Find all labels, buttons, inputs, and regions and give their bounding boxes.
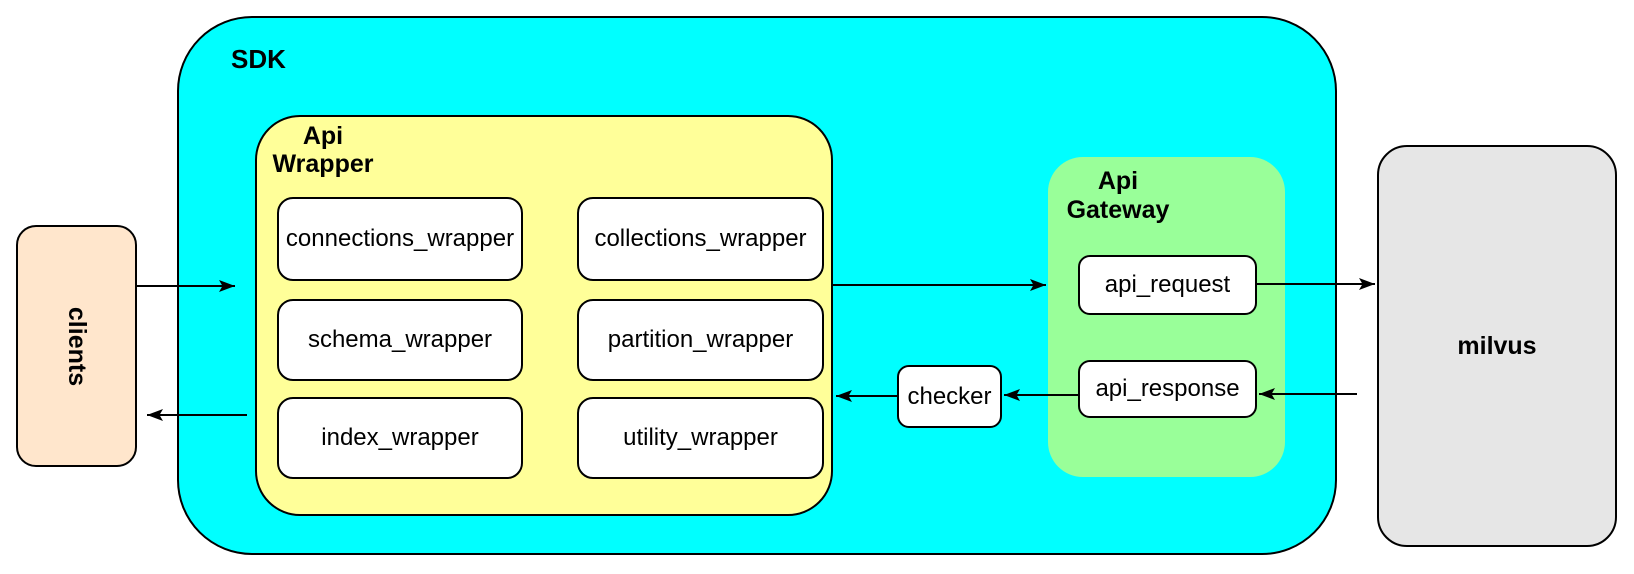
- node-index-wrapper: index_wrapper: [277, 397, 523, 479]
- node-clients: clients: [16, 225, 137, 467]
- api-gateway-container: Api Gateway: [1048, 157, 1285, 477]
- node-api-request: api_request: [1078, 255, 1257, 315]
- clients-label: clients: [62, 306, 91, 386]
- node-collections-wrapper: collections_wrapper: [577, 197, 824, 281]
- api-wrapper-container: Api Wrapper connections_wrapper collecti…: [255, 115, 833, 516]
- sdk-label: SDK: [231, 44, 286, 74]
- node-schema-wrapper: schema_wrapper: [277, 299, 523, 381]
- node-partition-wrapper: partition_wrapper: [577, 299, 824, 381]
- node-connections-wrapper: connections_wrapper: [277, 197, 523, 281]
- node-checker: checker: [897, 365, 1002, 428]
- node-api-response: api_response: [1078, 360, 1257, 418]
- milvus-label: milvus: [1457, 331, 1537, 360]
- node-utility-wrapper: utility_wrapper: [577, 397, 824, 479]
- api-wrapper-label: Api Wrapper: [272, 122, 374, 178]
- api-gateway-label: Api Gateway: [1066, 167, 1170, 224]
- node-milvus: milvus: [1377, 145, 1617, 547]
